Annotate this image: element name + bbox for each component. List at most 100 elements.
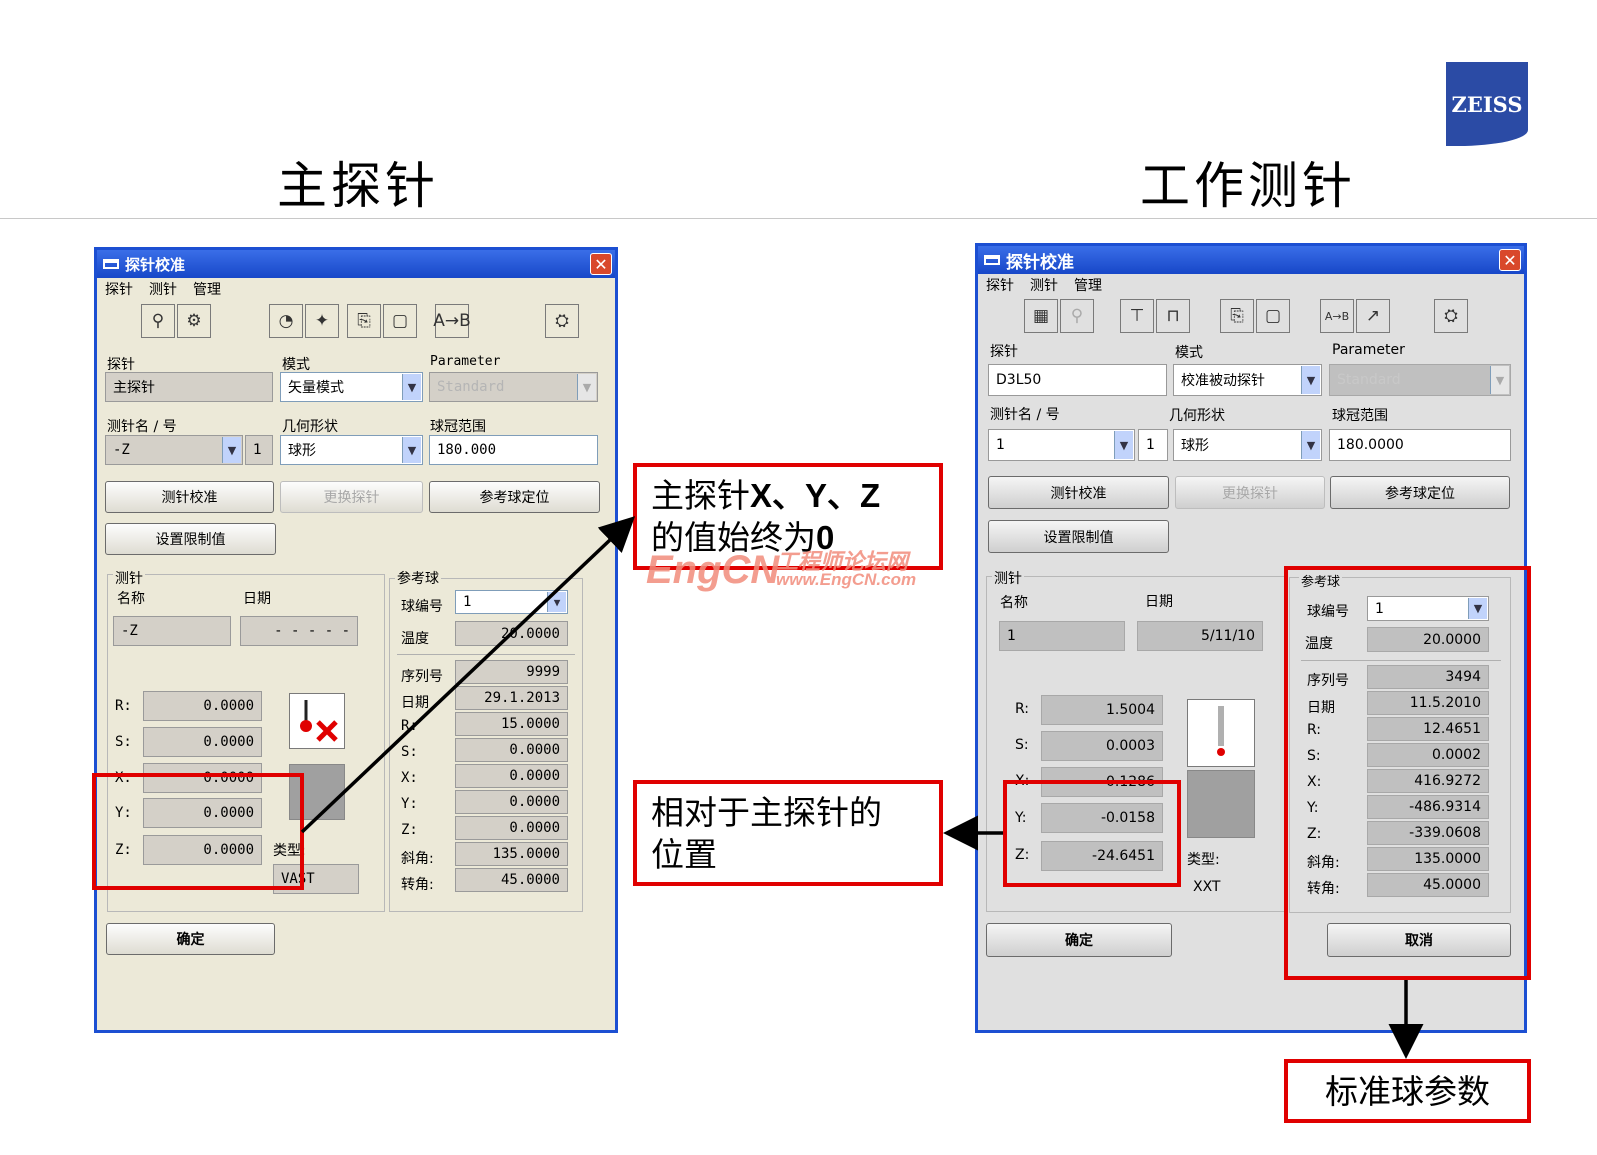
stylus-no-field[interactable]: 1 — [1138, 429, 1168, 461]
stylus-preview-box — [1187, 770, 1255, 838]
type-label: 类型: — [1187, 852, 1220, 868]
probe-config-icon[interactable]: ⚙ — [177, 304, 211, 338]
chevron-down-icon: ▼ — [577, 374, 596, 400]
mode-label: 模式 — [282, 357, 310, 373]
watermark-url: www.EngCN.com — [776, 570, 917, 589]
rotation-label: 转角: — [1307, 881, 1340, 897]
chevron-down-icon[interactable]: ▼ — [1301, 366, 1320, 394]
s-label: S: — [115, 734, 132, 750]
sphere-divider — [397, 654, 575, 655]
left-close-button[interactable]: ✕ — [590, 253, 612, 275]
locate-sphere-button[interactable]: 参考球定位 — [1330, 476, 1510, 509]
geometry-value: 球形 — [1181, 438, 1209, 454]
watermark-cn: 工程师论坛网 — [776, 549, 909, 574]
sphere-r-value: 15.0000 — [455, 712, 568, 736]
save-icon[interactable]: ▢ — [1256, 299, 1290, 333]
right-dialog-title: 探针校准 — [1006, 252, 1074, 273]
menu-stylus[interactable]: 测针 — [149, 282, 177, 298]
z-label: Z: — [1015, 847, 1030, 863]
chevron-down-icon[interactable]: ▼ — [1468, 598, 1487, 619]
callout-text: 的值始终为 — [651, 518, 816, 557]
a-to-b-icon[interactable]: A→B — [1320, 299, 1354, 333]
stylus-no-field[interactable]: 1 — [245, 435, 273, 465]
set-limits-button[interactable]: 设置限制值 — [988, 520, 1169, 553]
probe-tool-icon[interactable]: ▦ — [1024, 299, 1058, 333]
callout-text: 相对于主探针的 — [651, 793, 882, 832]
sphere-r-value: 12.4651 — [1367, 717, 1489, 741]
calibrate-stylus-button[interactable]: 测针校准 — [105, 481, 274, 513]
stylus-status-icon — [289, 693, 345, 749]
callout-text-xyz: X、Y、Z — [750, 477, 881, 514]
geometry-label: 几何形状 — [1169, 408, 1225, 424]
relative-position-callout: 相对于主探针的 位置 — [633, 780, 943, 886]
chevron-down-icon[interactable]: ▼ — [402, 437, 421, 463]
sphere-no-label: 球编号 — [1307, 604, 1349, 620]
serial-value: 9999 — [455, 660, 568, 684]
sphere-no-select[interactable]: 1▼ — [455, 590, 568, 614]
s-label: S: — [1015, 737, 1029, 753]
geometry-select[interactable]: 球形▼ — [280, 435, 423, 465]
calibrate-tool-icon[interactable]: ◔ — [269, 304, 303, 338]
r-label: R: — [115, 698, 132, 714]
parameter-select: Standard ▼ — [429, 372, 598, 402]
crown-range-field[interactable]: 180.000 — [429, 435, 598, 465]
parameter-value: Standard — [437, 379, 505, 395]
chevron-down-icon[interactable]: ▼ — [222, 437, 241, 463]
ok-button[interactable]: 确定 — [106, 923, 275, 955]
mode-select[interactable]: 矢量模式▼ — [280, 372, 423, 402]
ok-button[interactable]: 确定 — [986, 923, 1172, 957]
sphere-y-label: Y: — [401, 796, 418, 812]
sphere-z-label: Z: — [1307, 826, 1322, 842]
chevron-down-icon[interactable]: ▼ — [402, 374, 421, 400]
callout-text-zero: 0 — [816, 519, 835, 556]
right-slide-title: 工作测针 — [1140, 157, 1356, 215]
stylus-icon — [1217, 706, 1225, 756]
menu-manage[interactable]: 管理 — [1074, 278, 1102, 294]
sphere-no-select[interactable]: 1▼ — [1367, 596, 1489, 621]
tilt-label: 斜角: — [1307, 855, 1340, 871]
stylus-direction-icon[interactable]: ↗ — [1356, 299, 1390, 333]
rotation-value: 45.0000 — [1367, 873, 1489, 897]
mode-select[interactable]: 校准被动探针▼ — [1173, 364, 1322, 396]
sphere-s-label: S: — [1307, 748, 1321, 764]
save-icon[interactable]: ▢ — [383, 304, 417, 338]
y-value: 0.0000 — [143, 798, 262, 828]
menu-stylus[interactable]: 测针 — [1030, 278, 1058, 294]
chevron-down-icon[interactable]: ▼ — [1301, 431, 1320, 459]
parameter-value: Standard — [1337, 372, 1401, 388]
crown-range-field[interactable]: 180.0000 — [1329, 429, 1511, 461]
date-label: 日期 — [1145, 594, 1173, 610]
right-close-button[interactable]: ✕ — [1499, 249, 1521, 271]
sphere-no-value: 1 — [463, 594, 472, 610]
machine-icon[interactable]: ⛭ — [545, 304, 579, 338]
sphere-s-value: 0.0002 — [1367, 743, 1489, 767]
stylus-image — [1187, 699, 1255, 767]
geometry-label: 几何形状 — [282, 419, 338, 435]
calibrate-tool-icon[interactable]: ⊤ — [1120, 299, 1154, 333]
sphere-x-value: 0.0000 — [455, 764, 568, 788]
set-limits-button[interactable]: 设置限制值 — [105, 523, 276, 555]
menu-probe[interactable]: 探针 — [986, 278, 1014, 294]
calibrate-stylus-button[interactable]: 测针校准 — [988, 476, 1169, 509]
load-icon[interactable]: ⎘ — [1220, 299, 1254, 333]
cancel-button[interactable]: 取消 — [1327, 923, 1511, 957]
temperature-label: 温度 — [1305, 636, 1333, 652]
menu-probe[interactable]: 探针 — [105, 282, 133, 298]
stylus-change-icon[interactable]: ⊓ — [1156, 299, 1190, 333]
probe-field[interactable]: 主探针 — [105, 372, 273, 402]
stylus-name-select[interactable]: 1▼ — [988, 429, 1135, 461]
chevron-down-icon[interactable]: ▼ — [1114, 431, 1133, 459]
probe-tool-icon[interactable]: ⚲ — [141, 304, 175, 338]
load-icon[interactable]: ⎘ — [347, 304, 381, 338]
sphere-y-value: 0.0000 — [455, 790, 568, 814]
locate-sphere-button[interactable]: 参考球定位 — [429, 481, 600, 513]
change-probe-button: 更换探针 — [1175, 476, 1325, 509]
menu-manage[interactable]: 管理 — [193, 282, 221, 298]
stylus-name-display: 1 — [999, 621, 1125, 651]
a-to-b-icon[interactable]: A→B — [433, 304, 471, 338]
machine-icon[interactable]: ⛭ — [1434, 299, 1468, 333]
probe-field[interactable]: D3L50 — [988, 364, 1167, 396]
auto-calibrate-icon[interactable]: ✦ — [305, 304, 339, 338]
stylus-name-select[interactable]: -Z▼ — [105, 435, 243, 465]
geometry-select[interactable]: 球形 ▼ — [1173, 429, 1322, 461]
